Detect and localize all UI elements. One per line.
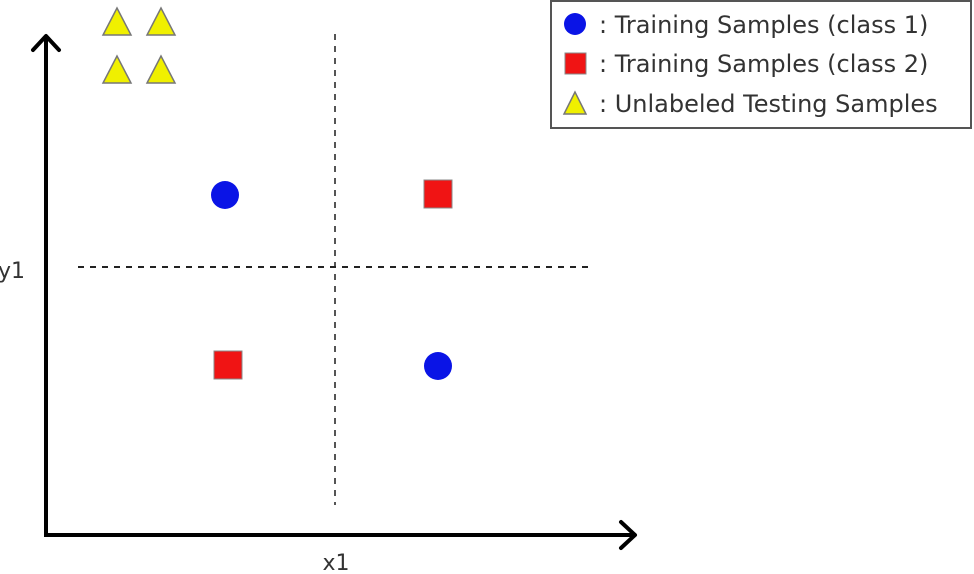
unlabeled-sample bbox=[101, 6, 133, 36]
legend-box bbox=[550, 0, 972, 129]
legend-square-icon bbox=[564, 52, 587, 75]
legend-triangle-icon bbox=[562, 90, 588, 115]
class2-sample bbox=[423, 179, 453, 209]
unlabeled-sample bbox=[101, 54, 133, 84]
y-axis-arrowhead bbox=[31, 34, 61, 52]
x-axis-label: x1 bbox=[322, 551, 349, 570]
unlabeled-samples bbox=[101, 6, 177, 84]
class1-sample bbox=[424, 352, 452, 380]
unlabeled-sample bbox=[145, 6, 177, 36]
y-axis-label: y1 bbox=[0, 259, 25, 284]
class2-sample bbox=[213, 350, 243, 380]
legend-label-class2: : Training Samples (class 2) bbox=[599, 50, 928, 78]
legend-label-class1: : Training Samples (class 1) bbox=[599, 11, 928, 39]
x-axis-arrowhead bbox=[619, 520, 637, 550]
legend: : Training Samples (class 1) : Training … bbox=[550, 0, 972, 129]
unlabeled-sample bbox=[145, 54, 177, 84]
class1-sample bbox=[211, 181, 239, 209]
legend-circle-icon bbox=[564, 13, 586, 35]
axes bbox=[31, 34, 637, 550]
legend-label-unlabeled: : Unlabeled Testing Samples bbox=[599, 90, 938, 118]
